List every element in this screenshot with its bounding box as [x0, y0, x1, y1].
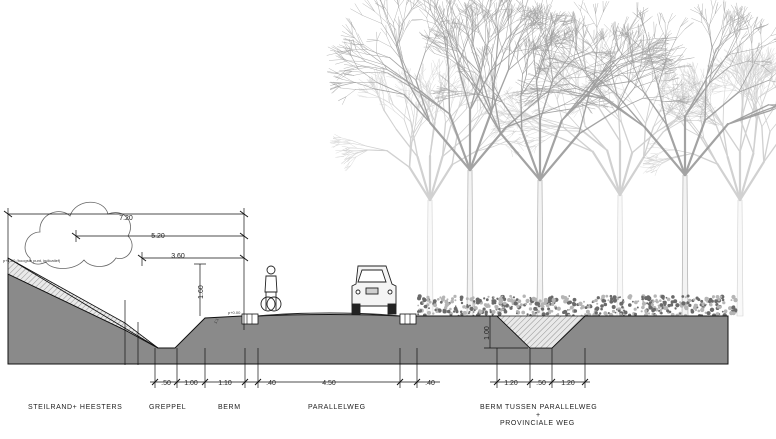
- label-plus: +: [536, 412, 541, 419]
- kerb-left: [241, 313, 259, 325]
- dim-7-20: 7.20: [119, 215, 133, 222]
- embankment-top-line: [7, 257, 159, 349]
- tree-bg-3: [639, 40, 776, 317]
- cyclist-figure: [260, 265, 282, 312]
- label-provinciale-weg: PROVINCIALE WEG: [500, 420, 575, 427]
- hedge-shrubs: [417, 294, 738, 318]
- tree-bg-1: [329, 54, 527, 317]
- dim-bottom-040-b: .40: [425, 380, 435, 387]
- tree-bg-2: [490, 22, 719, 317]
- note-slope: 1:1: [213, 317, 220, 325]
- tree-3: [513, 0, 776, 317]
- dim-bottom-110: 1.10: [218, 380, 232, 387]
- note-level: p+0.00: [228, 310, 241, 315]
- note-highpoint: p+1.60 (hoogste punt, indicatief): [3, 258, 61, 263]
- label-steilrand: STEILRAND+ HEESTERS: [28, 404, 123, 411]
- label-parallelweg: PARALLELWEG: [308, 404, 366, 411]
- label-greppel: GREPPEL: [149, 404, 187, 411]
- dim-5-20: 5.20: [151, 233, 165, 240]
- dim-bottom-050: .50: [161, 380, 171, 387]
- dim-1-60: 1.60: [198, 285, 205, 299]
- dim-bottom-450: 4.50: [322, 380, 336, 387]
- dim-bottom-120-a: 1.20: [504, 380, 518, 387]
- dim-3-60: 3.60: [171, 253, 185, 260]
- dim-1-00-vertical: 1.00: [484, 326, 491, 340]
- label-berm-tussen: BERM TUSSEN PARALLELWEG: [480, 404, 598, 411]
- dim-bottom-100: 1.00: [184, 380, 198, 387]
- road-surface: [257, 312, 401, 317]
- label-berm: BERM: [218, 404, 241, 411]
- tree-1: [326, 0, 617, 317]
- dim-bottom-040-a: .40: [266, 380, 276, 387]
- dim-bottom-120-b: 1.20: [561, 380, 575, 387]
- kerb-right: [399, 313, 417, 325]
- trees-group: [326, 0, 776, 317]
- bottom-dimension-line: [150, 348, 590, 388]
- dimension-lines: [7, 208, 528, 365]
- car-figure: [351, 265, 397, 315]
- dim-bottom-050-b: .50: [536, 380, 546, 387]
